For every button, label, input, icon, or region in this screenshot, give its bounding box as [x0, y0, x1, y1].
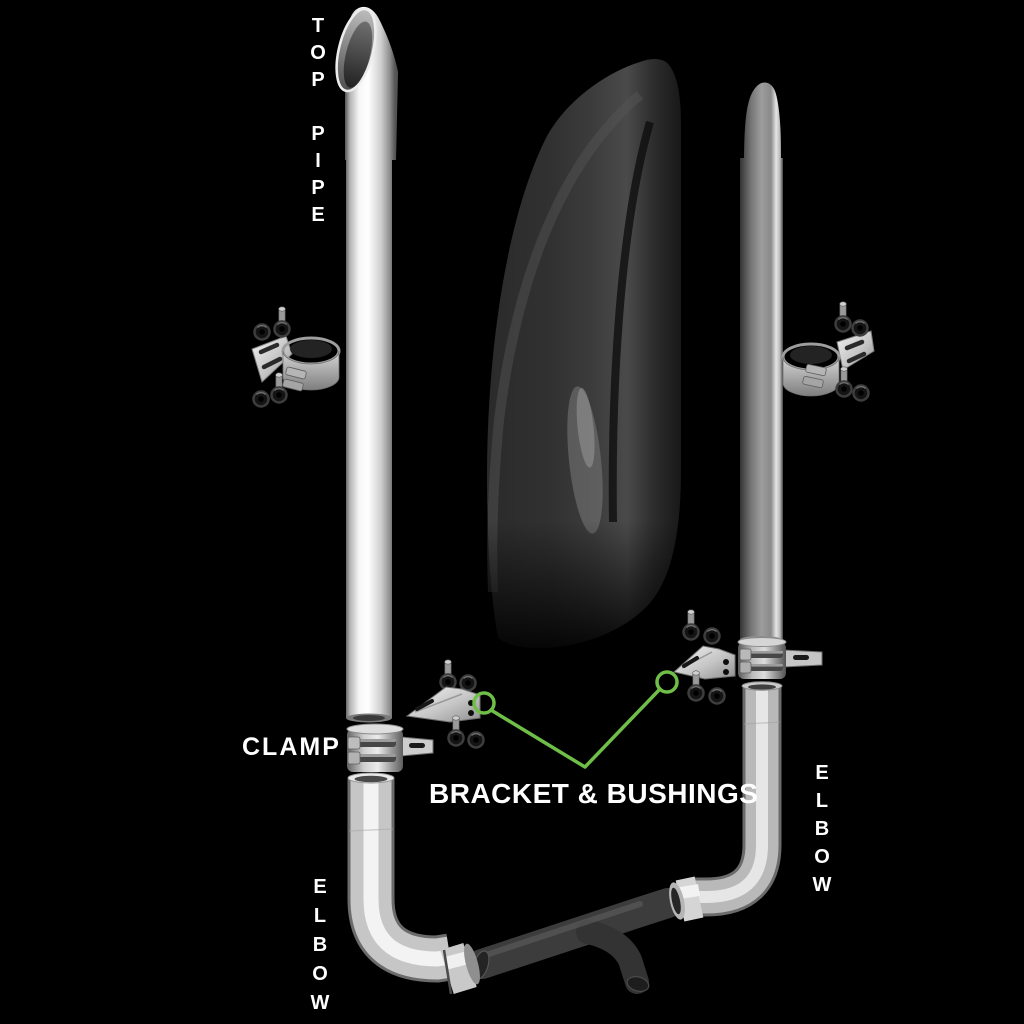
clamp-ring-left-bore	[290, 340, 332, 358]
mount-plate-left-slot-2	[261, 356, 283, 370]
bushing-grommet	[708, 687, 726, 705]
elbow-right-seam	[743, 721, 781, 725]
right-pipe-body	[740, 158, 783, 640]
gusset-bracket-right	[672, 645, 736, 680]
gusset-bracket-left-hole-2	[468, 710, 474, 716]
right-pipe-curved-tip	[744, 82, 781, 165]
bushing-grommet	[852, 384, 870, 402]
elbow-right-top-bore	[748, 684, 776, 690]
bushing-bolt	[834, 300, 852, 333]
callout-connector-line	[489, 687, 662, 769]
chrome-stack-darkline	[608, 120, 654, 523]
elbow-left-seam	[348, 828, 394, 832]
y-pipe-branch	[576, 920, 649, 994]
elbow-left-top-bore	[354, 775, 388, 783]
clamp-ring-left-bolts	[282, 366, 307, 392]
clamp-bracket-kit-left	[251, 305, 341, 408]
clamp-bracket-kit-right	[781, 300, 875, 402]
bushing-grommet	[851, 319, 869, 337]
y-pipe-highlight	[480, 901, 643, 959]
bushing-grommet	[252, 390, 270, 408]
label-clamp: CLAMP	[242, 733, 341, 761]
clamp-right-arm-slot	[793, 655, 809, 660]
clamp-ring-right-bolts	[802, 363, 827, 389]
label-bracket-bushings: BRACKET & BUSHINGS	[429, 778, 759, 809]
bushing-grommet	[459, 674, 477, 692]
top-pipe-bottom-bore	[353, 715, 385, 721]
label-elbow-left: ELBOW	[309, 876, 331, 1021]
label-elbow-right: ELBOW	[811, 762, 833, 902]
top-pipe-part-right	[739, 82, 783, 644]
label-top-pipe: TOP PIPE	[307, 15, 329, 231]
chrome-stack-background	[468, 59, 690, 670]
elbow-part-right	[669, 681, 783, 922]
clamp-left-top-rim	[346, 723, 404, 735]
clamp-left-worm-bolts	[347, 736, 396, 765]
gusset-bracket-right-hole-2	[723, 669, 729, 675]
bracket-bushings-left	[405, 658, 485, 749]
gusset-bracket-right-slot	[682, 656, 699, 668]
bushing-bolt	[439, 658, 457, 691]
callout-bracket-bushings	[472, 670, 679, 769]
bracket-bushings-right	[672, 608, 736, 705]
callout-circle-left	[472, 691, 496, 715]
elbow-part-left	[347, 772, 480, 995]
y-pipe-main-tube	[467, 888, 683, 979]
y-pipe	[467, 888, 683, 994]
elbow-right-coupler	[669, 876, 704, 922]
bushing-bolt	[273, 305, 291, 338]
clamp-part-right	[737, 637, 823, 679]
clamp-left-arm-slot	[409, 743, 425, 748]
clamp-right-band	[738, 642, 786, 679]
y-pipe-branch-opening	[626, 976, 650, 992]
mount-plate-left	[251, 335, 293, 383]
elbow-left-coupler	[440, 942, 480, 995]
top-pipe-part	[335, 6, 398, 723]
mount-plate-right-slot-2	[846, 351, 867, 364]
callout-circle-right	[655, 670, 679, 694]
mount-plate-left-slot-1	[258, 342, 280, 355]
chrome-stack-fade	[468, 520, 690, 670]
top-pipe-body	[346, 150, 392, 718]
clamp-left-band	[347, 729, 403, 772]
mount-plate-right	[836, 330, 875, 371]
mount-plate-right-slot-1	[844, 339, 865, 351]
elbow-left-tube-highlight	[363, 779, 452, 967]
gusset-bracket-right-hole-1	[723, 659, 729, 665]
bushing-grommet	[467, 731, 485, 749]
chrome-stack-reflection-hot	[576, 387, 595, 468]
top-pipe-mouth-inner	[343, 21, 373, 88]
clamp-right-top-rim	[737, 637, 787, 647]
clamp-right-worm-bolts	[739, 648, 783, 674]
gusset-bracket-left-rib	[414, 693, 463, 713]
elbow-right-tube-highlight	[694, 688, 768, 903]
gusset-bracket-left-slot	[415, 699, 434, 711]
bushing-grommet	[253, 323, 271, 341]
clamp-part-left	[346, 723, 434, 772]
clamp-ring-right-bore	[790, 346, 832, 364]
bushing-grommet	[703, 627, 721, 645]
